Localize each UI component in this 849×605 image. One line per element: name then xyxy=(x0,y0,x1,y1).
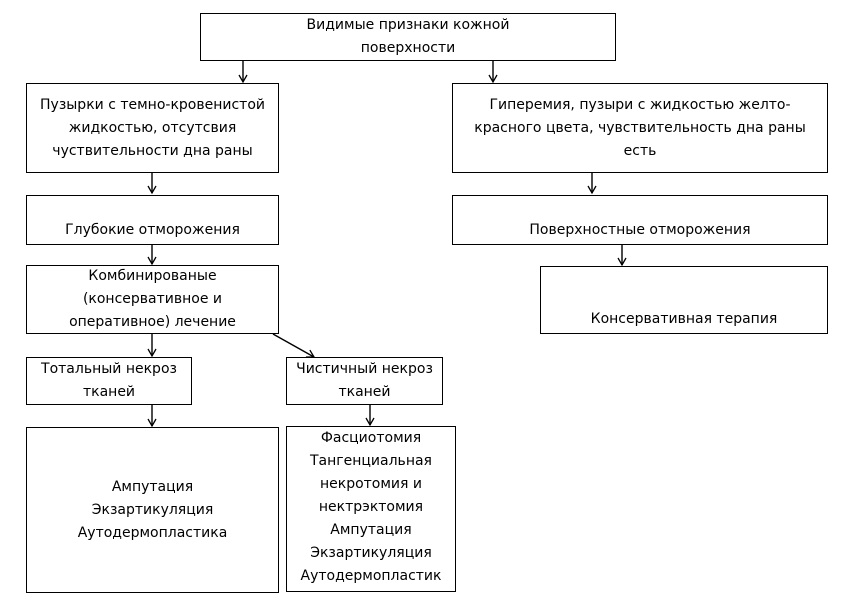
conservative-therapy-node: Консервативная терапия xyxy=(540,266,828,334)
deep-frostbite-node: Глубокие отморожения xyxy=(26,195,279,245)
superficial-frostbite-node: Поверхностные отморожения xyxy=(452,195,828,245)
total-necrosis-outcomes-node: Ампутация Экзартикуляция Аутодермопласти… xyxy=(26,427,279,593)
combined-treatment-node: Комбинированые (консервативное и операти… xyxy=(26,265,279,334)
partial-necrosis-outcomes-node: Фасциотомия Тангенциальная некротомия и … xyxy=(286,426,456,592)
partial-necrosis-node: Чистичный некроз тканей xyxy=(286,357,443,405)
root-node-visible-skin-signs: Видимые признаки кожной поверхности xyxy=(200,13,616,61)
left-signs-node: Пузырки с темно-кровенистой жидкостью, о… xyxy=(26,83,279,173)
total-necrosis-node: Тотальный некроз тканей xyxy=(26,357,192,405)
right-signs-node: Гиперемия, пузыри с жидкостью желто- кра… xyxy=(452,83,828,173)
arrow-combined-to-partial xyxy=(272,333,316,358)
